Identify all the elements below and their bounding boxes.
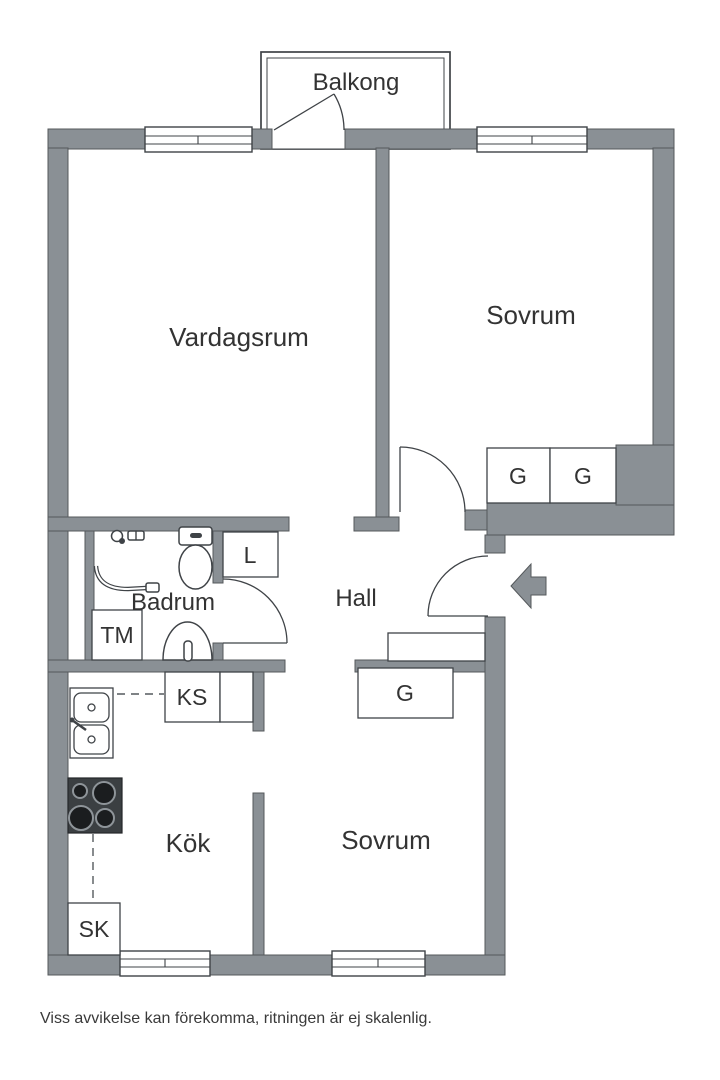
- windows: [119, 126, 588, 977]
- wall-bathroom-right-upper: [212, 530, 224, 584]
- labels: Balkong Vardagsrum Sovrum Hall Badrum Kö…: [40, 69, 592, 1027]
- linen-closet-label: L: [244, 542, 257, 568]
- bedroom-top-door: [399, 446, 466, 513]
- window-kitchen: [119, 950, 211, 977]
- kitchen-sink-icon: [69, 687, 114, 759]
- balcony-door: [273, 93, 345, 131]
- bathroom-door: [222, 578, 288, 644]
- washing-machine-box: [91, 609, 143, 661]
- fridge-box: [164, 671, 221, 723]
- disclaimer-text: Viss avvikelse kan förekomma, ritningen …: [40, 1010, 432, 1027]
- entrance-arrow-icon: [510, 562, 547, 610]
- cabinet-box-unlabeled: [219, 671, 254, 723]
- wall-right-lower: [484, 616, 506, 976]
- bathroom-label: Badrum: [131, 589, 215, 616]
- fridge-label: KS: [177, 684, 208, 710]
- wall-bedroom-top-bottom: [464, 509, 488, 531]
- kitchen-fixtures: [67, 687, 164, 902]
- balcony-label: Balkong: [313, 69, 400, 96]
- kitchen-label: Kök: [166, 828, 212, 858]
- wardrobe-top-2-label: G: [574, 463, 592, 489]
- window-bedroom-bottom: [331, 950, 426, 977]
- wall-kitchen-top: [47, 659, 286, 673]
- bedroom-bottom-label: Sovrum: [341, 825, 431, 855]
- bedroom-top-label: Sovrum: [486, 300, 576, 330]
- shower-hose-icon: [93, 565, 160, 593]
- wardrobe-bottom-label: G: [396, 680, 414, 706]
- wall-divider-living-bedroom: [375, 147, 390, 518]
- wardrobe-box-bottom: [357, 667, 454, 719]
- storage-boxes: [67, 447, 617, 956]
- wall-bathroom-right-stub: [212, 642, 224, 661]
- stove-icon: [67, 777, 123, 834]
- bathroom-sink-icon: [162, 621, 213, 662]
- hall-label: Hall: [335, 585, 376, 612]
- window-bedroom-top: [476, 126, 588, 153]
- window-living-room: [144, 126, 253, 153]
- living-room-label: Vardagsrum: [169, 322, 309, 352]
- shower-mixer-icon: [110, 529, 145, 544]
- entrance-door: [427, 555, 489, 617]
- pantry-box: [67, 902, 121, 956]
- wall-entry-stub-top: [484, 534, 506, 554]
- wall-divider-cap: [353, 516, 400, 532]
- wall-corner-chunk: [615, 444, 675, 506]
- wall-kitchen-east-lower: [252, 792, 265, 956]
- washing-machine-label: TM: [100, 622, 133, 648]
- wardrobe-top-1-label: G: [509, 463, 527, 489]
- wall-left: [47, 147, 69, 976]
- toilet-icon: [178, 526, 213, 590]
- wardrobe-box-top-1: [486, 447, 551, 504]
- wall-kitchen-east-upper: [252, 671, 265, 732]
- wall-under-wardrobes: [486, 502, 675, 536]
- wall-living-bottom: [47, 516, 290, 532]
- pantry-label: SK: [79, 916, 110, 942]
- doors: [222, 93, 489, 644]
- wall-bottom: [47, 954, 506, 976]
- linen-closet-box: [222, 531, 279, 578]
- bathroom-fixtures: [93, 526, 213, 662]
- wardrobe-box-top-2: [549, 447, 617, 504]
- hall-shelf-box: [387, 632, 486, 662]
